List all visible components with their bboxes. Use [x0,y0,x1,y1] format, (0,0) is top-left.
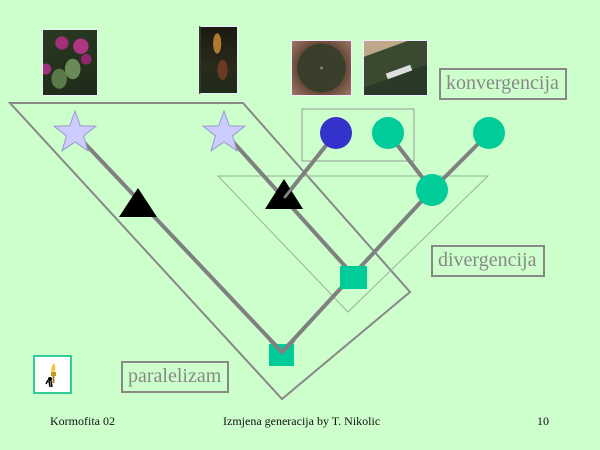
branch-node-square1 [351,188,434,277]
footer-center-text: Izmjena generacija by T. Nikolic [223,414,381,428]
spiny-cactus-photo [363,40,428,96]
branch-blue-overlay [283,176,302,199]
sweet-pea-photo [42,29,98,96]
paralelizam-region [7,102,412,401]
round-cactus-photo [291,40,352,96]
footer-left-text: Kormofita 02 [50,414,115,428]
green-square-icon [340,266,367,289]
paralelizam-label: paralelizam [121,361,229,393]
venus-flytrap-photo [199,26,238,94]
divergencija-label: divergencija [431,245,545,277]
tree-branches [73,131,491,354]
torch-icon[interactable] [33,355,72,394]
star-icon [201,109,247,152]
green-circle-icon [416,174,448,206]
green-square-icon [269,344,294,366]
triangle-icon [265,179,303,209]
root-node-lines [268,338,296,355]
star-icon [52,109,98,152]
torch-glyph [45,363,56,388]
green-circle-icon [473,117,505,149]
konvergencija-label: konvergencija [439,68,567,100]
konvergencija-region [301,108,415,162]
triangle-icon [119,188,157,217]
branch-star1-root [73,131,284,354]
green-circle-icon [372,117,404,149]
blue-circle-icon [320,117,352,149]
divergencija-region [216,175,490,313]
page-number: 10 [537,414,549,428]
